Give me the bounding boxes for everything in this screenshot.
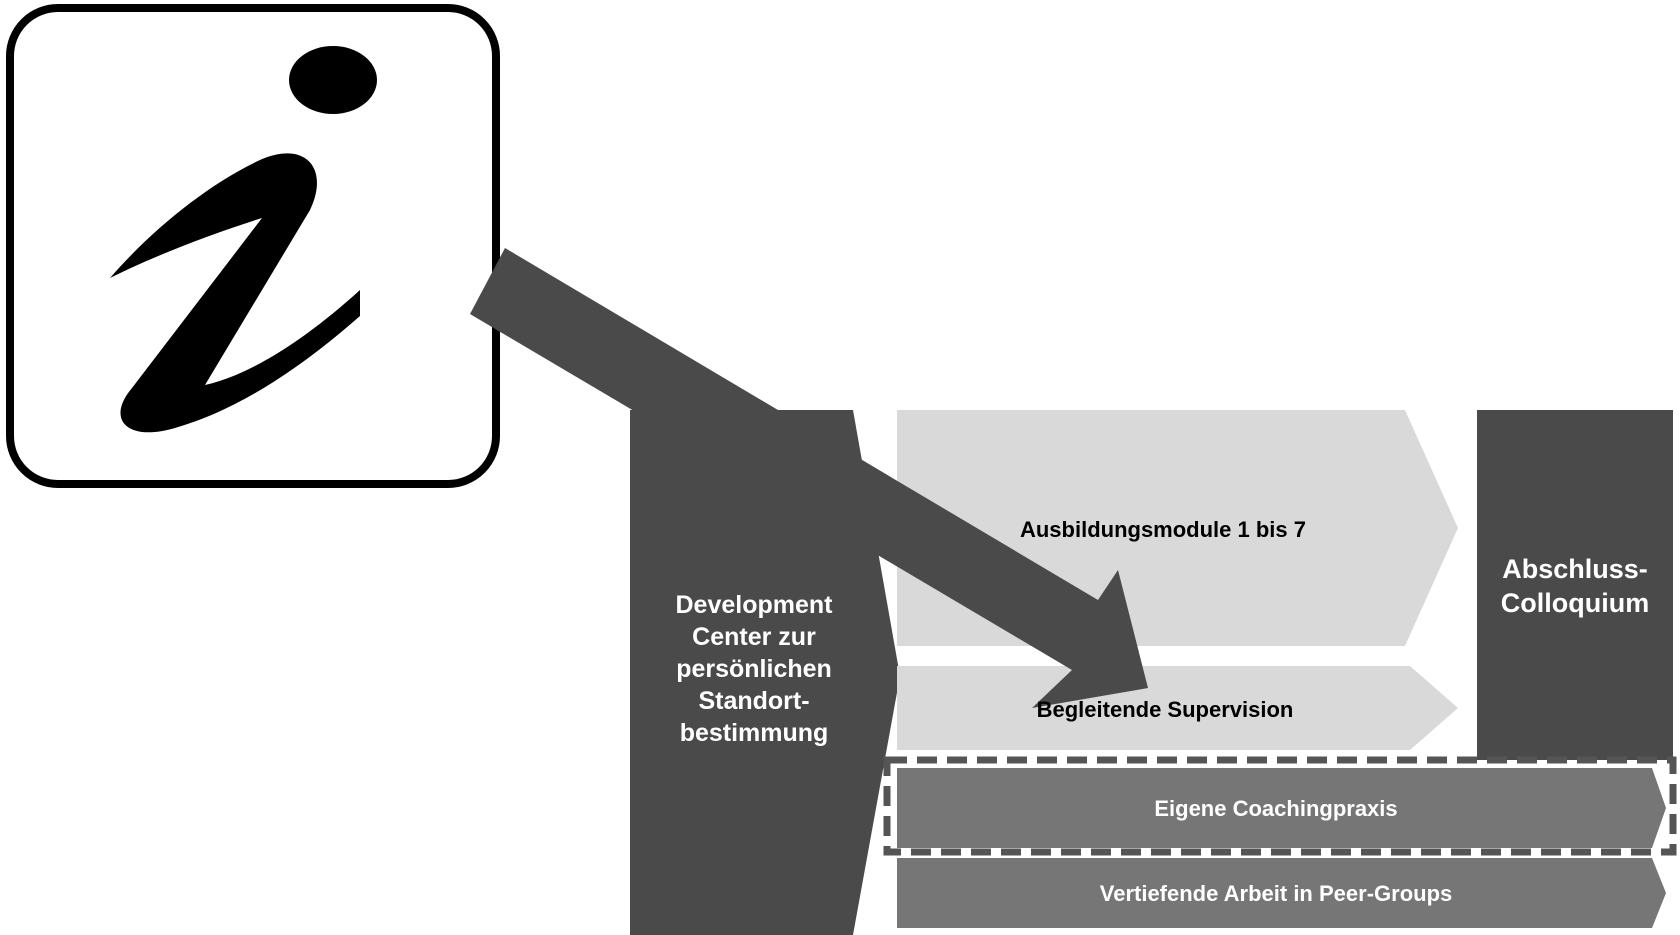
coachingpraxis-arrow [897, 768, 1666, 848]
info-icon-letter [110, 153, 360, 433]
abschluss-colloquium-label: Abschluss- Colloquium [1501, 554, 1649, 618]
label-line: persönlichen [676, 655, 832, 683]
supervision-label: Begleitende Supervision [1037, 697, 1294, 722]
development-center-block [630, 410, 900, 935]
abschluss-colloquium-block [1477, 410, 1673, 760]
coachingpraxis-label: Eigene Coachingpraxis [1154, 796, 1397, 821]
label-line: bestimmung [680, 719, 829, 747]
label-line: Colloquium [1501, 588, 1649, 618]
peer-groups-label: Vertiefende Arbeit in Peer-Groups [1100, 881, 1453, 906]
supervision-arrow [897, 666, 1458, 750]
info-icon [6, 4, 500, 488]
coachingpraxis-dashed-frame [883, 756, 1677, 856]
info-icon-dot [289, 46, 377, 114]
ausbildungsmodule-label: Ausbildungsmodule 1 bis 7 [1020, 517, 1306, 542]
label-line: Development [676, 591, 834, 619]
pointer-arrow [470, 248, 1148, 708]
label-line: Standort- [698, 687, 809, 715]
label-line: Center zur [692, 623, 816, 651]
label-line: Abschluss- [1502, 554, 1648, 584]
peer-groups-arrow [897, 858, 1666, 928]
